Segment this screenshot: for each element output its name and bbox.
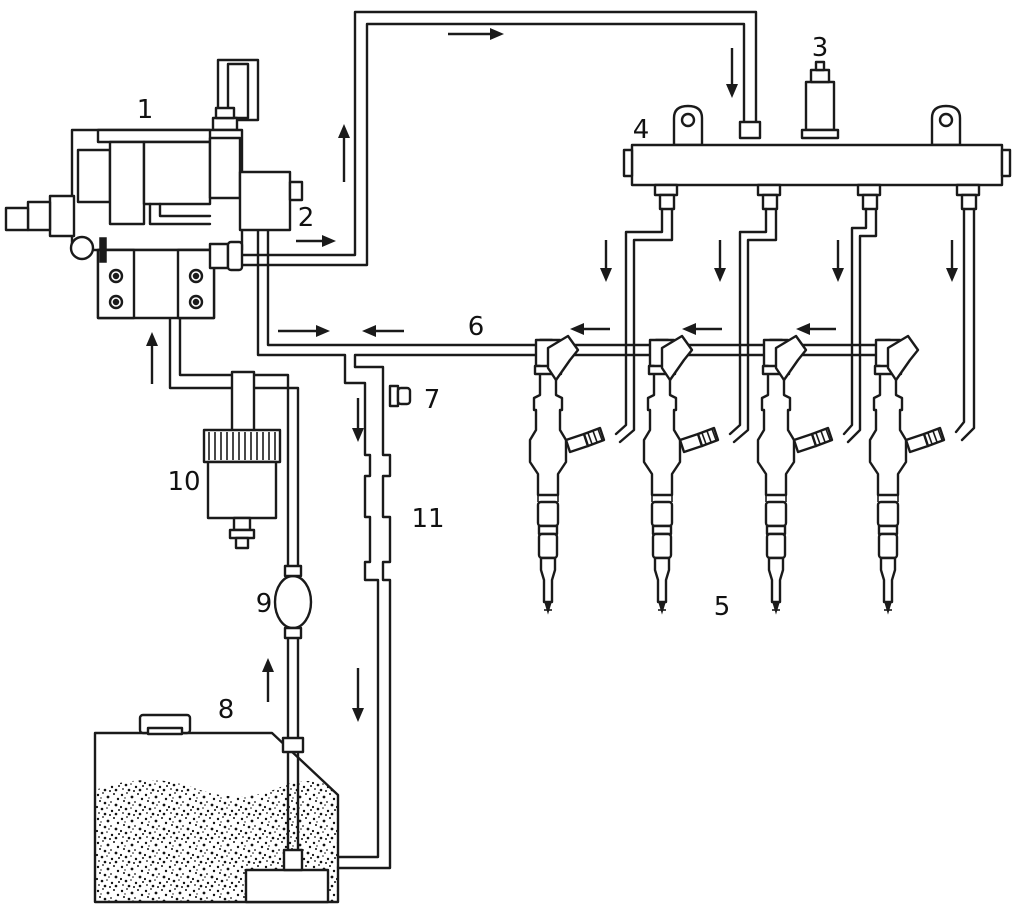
flow-arrow-down-injector-4 [946,240,958,282]
common-rail [622,60,1012,211]
flow-arrow-down-return-lower [352,668,364,722]
injector-feed-lines [614,207,976,444]
return-valve [388,384,412,408]
flow-arrow-left-return-1 [362,325,404,337]
high-pressure-pump [4,58,304,320]
label-pressure-sensor: 3 [812,33,829,63]
feed-pump [273,564,313,640]
injector-2 [642,334,720,614]
flow-arrow-left-return-2 [570,323,610,335]
flow-arrow-left-return-4 [796,323,836,335]
injector-3 [756,334,834,614]
flow-arrow-left-return-3 [682,323,722,335]
flow-arrow-down-injector-1 [600,240,612,282]
flow-arrow-down-injector-3 [832,240,844,282]
flow-arrow-up-feed [146,332,158,384]
label-tank: 8 [218,695,235,725]
label-valve: 7 [424,385,441,415]
label-pump: 1 [137,95,154,125]
flow-arrow-down-rail-inlet [726,48,738,98]
return-line [256,223,892,870]
flow-arrow-down-injector-2 [714,240,726,282]
label-filter: 10 [167,467,200,497]
label-tank-return: 11 [411,504,444,534]
flow-arrow-down-return-upper [352,398,364,442]
label-rail: 4 [633,115,650,145]
flow-arrow-right-return [278,325,330,337]
flow-arrow-up-pressure [338,124,350,182]
label-return-line: 6 [468,312,485,342]
label-feed-pump: 9 [256,589,273,619]
high-pressure-line [238,10,758,267]
flow-arrow-up-tank [262,658,274,702]
label-injectors: 5 [714,592,731,622]
injector-4 [868,334,946,614]
flow-arrow-right-pressure [296,235,336,247]
flow-arrow-right-top [448,28,504,40]
fuel-filter [202,370,282,550]
label-pressure-line: 2 [298,203,315,233]
injector-1 [528,334,606,614]
